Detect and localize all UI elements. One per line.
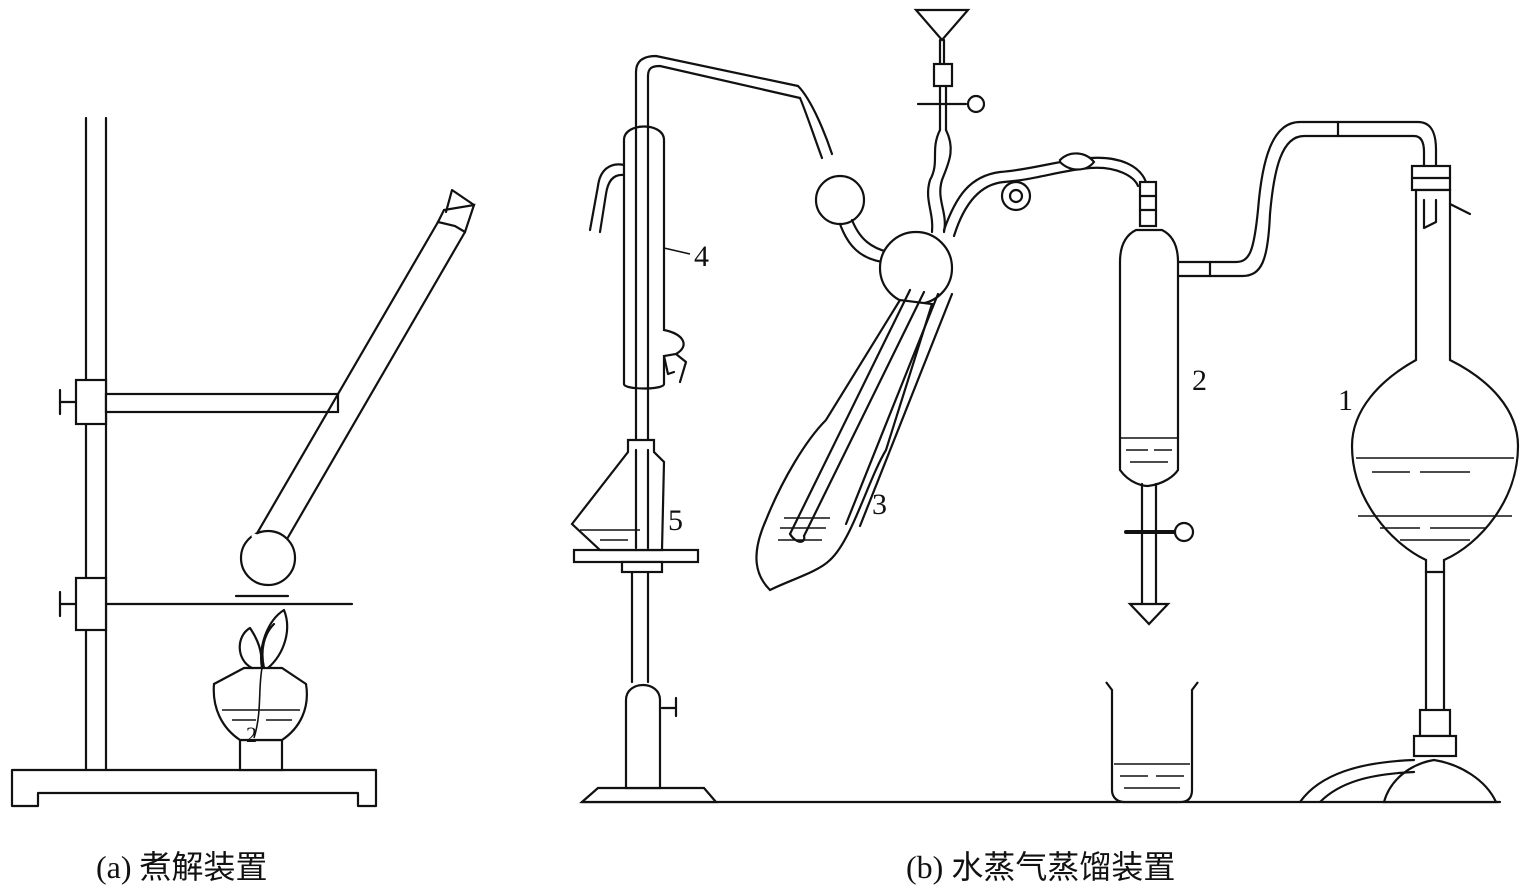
- connecting-tube: [1208, 120, 1438, 278]
- label-lamp-2: 2: [246, 722, 257, 747]
- digestion-apparatus: [10, 116, 476, 808]
- upper-clamp: [58, 378, 340, 426]
- lower-clamp: [58, 576, 354, 632]
- label-1: 1: [1338, 384, 1353, 417]
- stand-rod: [84, 116, 108, 772]
- receiving-flask: [570, 438, 666, 552]
- beaker: [1105, 681, 1199, 804]
- caption-digestion: (a) 煮解装置: [96, 849, 268, 885]
- label-4: 4: [694, 240, 709, 273]
- stand-base: [10, 768, 378, 808]
- kjeldahl-flask: [239, 188, 476, 587]
- retort-stand: [572, 548, 719, 804]
- steam-inlet-tube: [942, 152, 1148, 238]
- label-2: 2: [1192, 364, 1207, 397]
- funnel: [913, 8, 986, 234]
- label-3: 3: [872, 488, 887, 521]
- steam-trap: [1118, 180, 1218, 626]
- caption-steam-distillation: (b) 水蒸气蒸馏装置: [906, 849, 1176, 885]
- alcohol-lamp: [212, 608, 308, 772]
- label-5: 5: [668, 504, 683, 537]
- steam-distillation-apparatus: [570, 8, 1520, 804]
- distillation-tube: [755, 288, 954, 592]
- steam-generator-flask: [1298, 164, 1520, 804]
- splash-bulbs: [814, 174, 954, 306]
